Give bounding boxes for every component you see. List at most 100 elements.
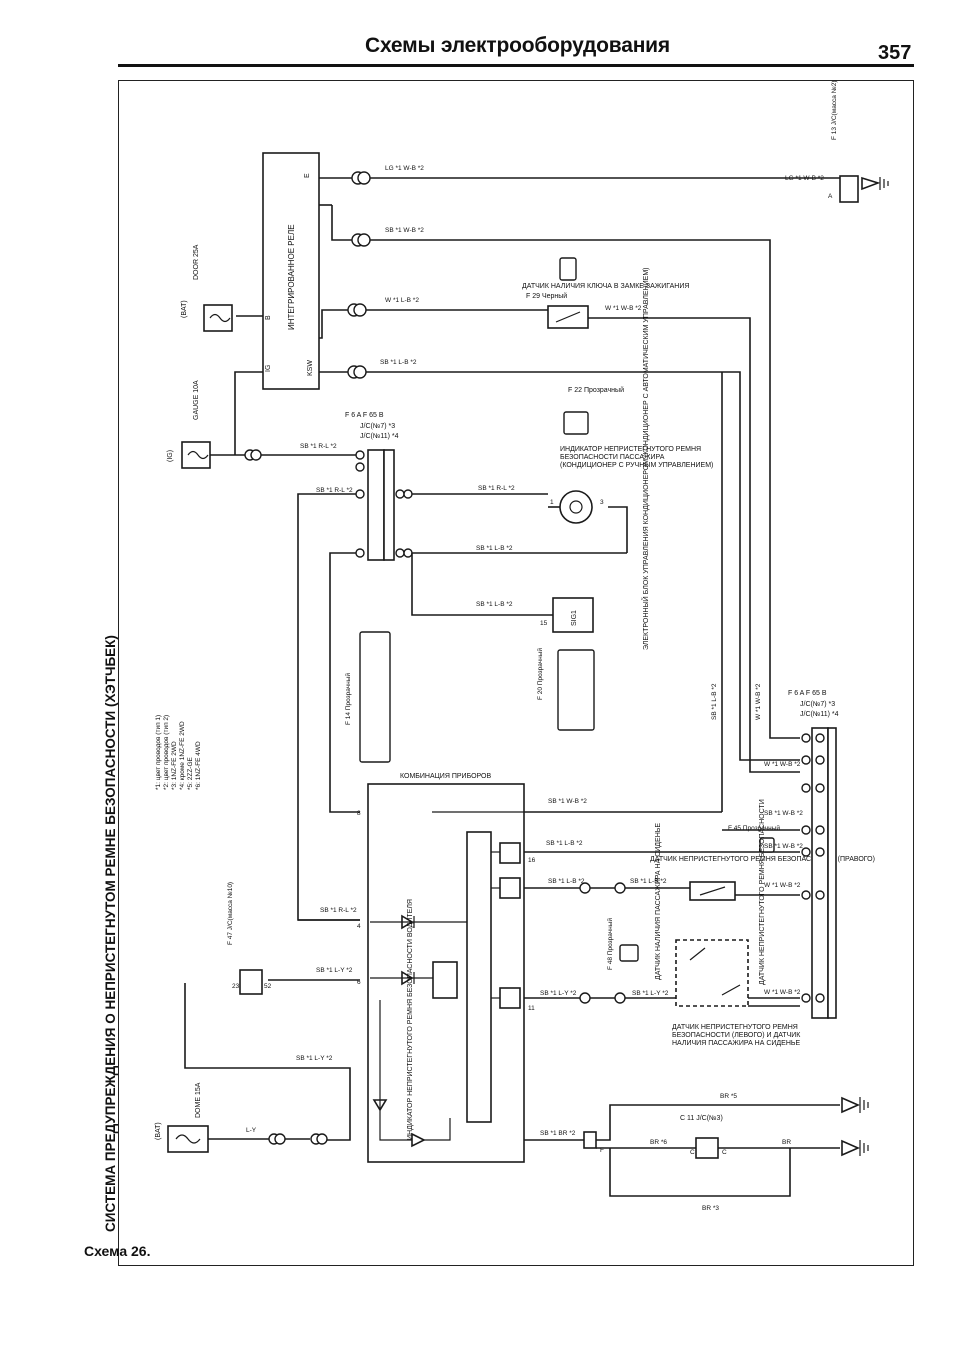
- svg-text:SB *1 R-L *2: SB *1 R-L *2: [478, 485, 515, 492]
- jc-left: F 47 J/C(масса №10) 23 52: [227, 882, 272, 995]
- svg-text:C: C: [722, 1149, 727, 1156]
- svg-text:DOOR 25A: DOOR 25A: [193, 244, 200, 280]
- svg-text:DOME 15A: DOME 15A: [195, 1082, 202, 1118]
- figure-caption: Схема 26.: [84, 1243, 151, 1259]
- svg-text:A: A: [828, 193, 833, 200]
- svg-text:SB *1 W-B *2: SB *1 W-B *2: [385, 227, 424, 234]
- svg-text:GAUGE 10A: GAUGE 10A: [193, 380, 200, 420]
- svg-text:ДАТЧИК НЕПРИСТЕГНУТОГО РЕМНЯ Б: ДАТЧИК НЕПРИСТЕГНУТОГО РЕМНЯ БЕЗОПАСНОСТ…: [650, 856, 875, 863]
- key-sensor: F 29 Черный ДАТЧИК НАЛИЧИЯ КЛЮЧА В ЗАМКЕ…: [522, 257, 689, 329]
- jc-top-right-label: F 13 J/C(масса №2): [831, 81, 838, 140]
- svg-text:BR: BR: [782, 1139, 791, 1146]
- svg-text:SB *1 W-B *2: SB *1 W-B *2: [764, 843, 803, 850]
- svg-text:BR *6: BR *6: [650, 1139, 667, 1146]
- svg-text:ДАТЧИК НЕПРИСТЕГНУТОГО РЕМНЯ Б: ДАТЧИК НЕПРИСТЕГНУТОГО РЕМНЯ БЕЗОПАСНОСТ…: [759, 799, 766, 985]
- svg-text:F 48 Прозрачный: F 48 Прозрачный: [606, 918, 614, 970]
- svg-text:BR *3: BR *3: [702, 1205, 719, 1212]
- svg-text:LG *1 W-B *2: LG *1 W-B *2: [785, 175, 824, 182]
- svg-text:C 11 J/C(№3): C 11 J/C(№3): [680, 1115, 723, 1122]
- instrument-cluster: КОМБИНАЦИЯ ПРИБОРОВ ИНДИКАТОР НЕПРИСТЕГН…: [357, 773, 536, 1163]
- svg-text:*3: 1NZ-FE 2WD: *3: 1NZ-FE 2WD: [171, 741, 178, 790]
- svg-text:SB *1 L-Y *2: SB *1 L-Y *2: [540, 990, 577, 997]
- svg-text:1: 1: [550, 499, 554, 506]
- svg-text:L-Y: L-Y: [246, 1127, 257, 1134]
- key-sensor-conn: F 29 Черный: [526, 292, 567, 300]
- svg-text:52: 52: [264, 983, 272, 990]
- relay-wires: [234, 177, 840, 728]
- svg-text:F 20 Прозрачный: F 20 Прозрачный: [536, 648, 544, 700]
- svg-text:F 6 A F 65 B: F 6 A F 65 B: [788, 690, 827, 697]
- svg-text:*1: цвет проводов (тип 1): *1: цвет проводов (тип 1): [155, 715, 162, 790]
- svg-text:SB *1 L-B *2: SB *1 L-B *2: [546, 840, 583, 847]
- svg-text:IG: IG: [265, 365, 272, 372]
- diagram-frame: [118, 80, 914, 1266]
- svg-text:3: 3: [600, 499, 604, 506]
- svg-text:(BAT): (BAT): [181, 300, 188, 318]
- gauge-fuse: GAUGE 10A (IG) SB *1 R-L *2: [167, 380, 360, 469]
- svg-text:SB *1 BR *2: SB *1 BR *2: [540, 1130, 576, 1137]
- door-fuse: DOOR 25A (BAT): [181, 244, 233, 332]
- svg-text:E: E: [304, 173, 311, 178]
- jc-right: F 6 A F 65 B J/C(№7) *3 J/C(№11) *4 W *1…: [711, 683, 839, 1019]
- svg-text:*6: 1NZ-FE 4WD: *6: 1NZ-FE 4WD: [195, 741, 202, 790]
- relay-label: ИНТЕГРИРОВАННОЕ РЕЛЕ: [287, 224, 296, 330]
- svg-text:*2: цвет проводов (тип 2): *2: цвет проводов (тип 2): [163, 715, 170, 790]
- svg-text:F 45 Прозрачный: F 45 Прозрачный: [728, 824, 780, 832]
- ac-ecu: SIG1 ЭЛЕКТРОННЫЙ БЛОК УПРАВЛЕНИЯ КОНДИЦИ…: [536, 267, 650, 731]
- svg-text:SB *1 L-B *2: SB *1 L-B *2: [476, 601, 513, 608]
- svg-text:J/C(№11) *4: J/C(№11) *4: [800, 711, 839, 718]
- svg-text:SB *1 L-B *2: SB *1 L-B *2: [548, 878, 585, 885]
- svg-text:W *1 W-B *2: W *1 W-B *2: [605, 305, 642, 312]
- svg-text:SB *1 L-B *2: SB *1 L-B *2: [476, 545, 513, 552]
- relay-connectors: [347, 171, 371, 379]
- svg-text:15: 15: [540, 620, 548, 627]
- svg-text:KSW: KSW: [307, 360, 314, 376]
- svg-text:SB *1 R-L *2: SB *1 R-L *2: [300, 443, 337, 450]
- svg-text:SB *1 L-B *2: SB *1 L-B *2: [630, 878, 667, 885]
- svg-text:F 22 Прозрачный: F 22 Прозрачный: [568, 386, 624, 394]
- svg-text:C: C: [690, 1149, 695, 1156]
- combo-connector: F 14 Прозрачный: [344, 631, 391, 763]
- svg-text:SB *1 W-B *2: SB *1 W-B *2: [764, 810, 803, 817]
- svg-text:(BAT): (BAT): [155, 1122, 162, 1140]
- svg-text:J/C(№7) *3: J/C(№7) *3: [360, 423, 395, 430]
- jc-middle: F 6 A F 65 B J/C(№7) *3 J/C(№11) *4 SB *…: [297, 412, 628, 921]
- right-belt-sensor: ДАТЧИК НЕПРИСТЕГНУТОГО РЕМНЯ БЕЗОПАСНОСТ…: [650, 824, 875, 901]
- svg-text:SIG1: SIG1: [571, 610, 578, 626]
- svg-text:B: B: [265, 315, 272, 320]
- svg-text:SB *1 L-Y *2: SB *1 L-Y *2: [296, 1055, 333, 1062]
- svg-text:W *1 W-B *2: W *1 W-B *2: [755, 683, 762, 720]
- svg-text:4: 4: [357, 923, 361, 930]
- svg-text:W *1 W-B *2: W *1 W-B *2: [764, 761, 801, 768]
- svg-text:16: 16: [528, 857, 536, 864]
- key-sensor-label: ДАТЧИК НАЛИЧИЯ КЛЮЧА В ЗАМКЕ ЗАЖИГАНИЯ: [522, 283, 689, 290]
- svg-text:J/C(№7) *3: J/C(№7) *3: [800, 701, 835, 708]
- svg-text:ДАТЧИК НАЛИЧИЯ ПАССАЖИРА НА СИ: ДАТЧИК НАЛИЧИЯ ПАССАЖИРА НА СИДЕНЬЕ: [655, 823, 662, 980]
- svg-text:6: 6: [357, 979, 361, 986]
- left-belt-seat-sensor: ДАТЧИК НАЛИЧИЯ ПАССАЖИРА НА СИДЕНЬЕ ДАТЧ…: [606, 799, 800, 1047]
- wire-labels-top: LG *1 W-B *2 SB *1 W-B *2 W *1 L-B *2 SB…: [380, 165, 824, 366]
- svg-text:F 14 Прозрачный: F 14 Прозрачный: [344, 673, 352, 725]
- svg-text:ЭЛЕКТРОННЫЙ БЛОК УПРАВЛЕНИЯ КО: ЭЛЕКТРОННЫЙ БЛОК УПРАВЛЕНИЯ КОНДИЦИОНЕРО…: [641, 267, 650, 650]
- svg-text:SB *1 R-L *2: SB *1 R-L *2: [320, 907, 357, 914]
- svg-text:W *1 W-B *2: W *1 W-B *2: [764, 989, 801, 996]
- ground-bottom: C 11 J/C(№3) C C F BR *5 BR *6 BR BR *3: [583, 1093, 869, 1212]
- svg-text:11: 11: [528, 1005, 535, 1012]
- svg-text:F 6 A F 65 B: F 6 A F 65 B: [345, 412, 384, 419]
- svg-text:W *1 L-B *2: W *1 L-B *2: [385, 297, 419, 304]
- passenger-indicator: F 22 Прозрачный ИНДИКАТОР НЕПРИСТЕГНУТОГ…: [550, 386, 713, 524]
- cluster-wires: SB *1 W-B *2 SB *1 L-B *2 SB *1 L-B *2 S…: [184, 372, 800, 1141]
- page-title: Схемы электрооборудования: [365, 34, 670, 57]
- dome-fuse: DOME 15A (BAT) L-Y: [155, 1082, 328, 1153]
- svg-text:*5: 2ZZ-GE: *5: 2ZZ-GE: [187, 756, 194, 790]
- svg-text:SB *1 R-L *2: SB *1 R-L *2: [316, 487, 353, 494]
- svg-text:LG *1 W-B *2: LG *1 W-B *2: [385, 165, 424, 172]
- svg-text:ИНДИКАТОР НЕПРИСТЕГНУТОГО РЕМН: ИНДИКАТОР НЕПРИСТЕГНУТОГО РЕМНЯ БЕЗОПАСН…: [407, 899, 414, 1140]
- integrated-relay: ИНТЕГРИРОВАННОЕ РЕЛЕ E B IG KSW: [262, 152, 320, 390]
- svg-text:SB *1 W-B *2: SB *1 W-B *2: [548, 798, 587, 805]
- svg-text:F 47 J/C(масса №10): F 47 J/C(масса №10): [227, 882, 234, 945]
- svg-text:SB *1 L-Y *2: SB *1 L-Y *2: [632, 990, 669, 997]
- ground-jc-top-right: F 13 J/C(масса №2) A: [828, 81, 889, 203]
- svg-text:J/C(№11) *4: J/C(№11) *4: [360, 433, 399, 440]
